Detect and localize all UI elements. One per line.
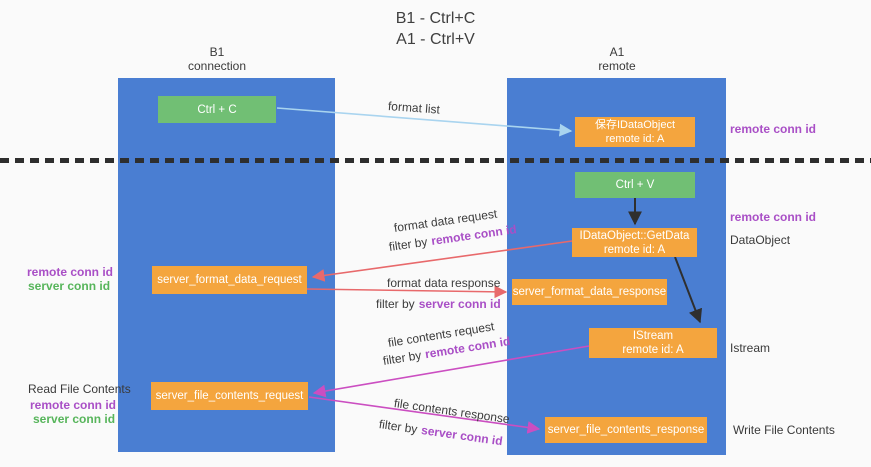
diagram-title-line2: A1 - Ctrl+V	[396, 31, 475, 48]
server-file-contents-response-box: server_file_contents_response	[545, 417, 707, 443]
right-remote-conn-id-top: remote conn id	[730, 122, 817, 136]
lifeline-header-a1: A1 remote	[557, 45, 677, 73]
left-remote-conn-id-bottom: remote conn id	[30, 398, 117, 412]
server-format-data-request-box: server_format_data_request	[152, 266, 307, 294]
diagram-title: B1 - Ctrl+C A1 - Ctrl+V	[0, 8, 871, 50]
filter-by-text: filter by	[381, 348, 423, 368]
left-server-conn-id-mid: server conn id	[28, 279, 111, 293]
ctrl-c-label: Ctrl + C	[197, 103, 237, 116]
filter-by-text: filter by	[378, 417, 419, 437]
server-file-contents-response-label: server_file_contents_response	[547, 424, 705, 436]
lifeline-a1-name: A1	[609, 45, 625, 59]
phase-separator-dashed-line	[0, 158, 871, 163]
format-list-label: format list	[387, 99, 441, 117]
getdata-line1: IDataObject::GetData	[579, 229, 690, 242]
istream-line2: remote id: A	[622, 344, 684, 356]
istream-box: IStream remote id: A	[589, 328, 717, 358]
lifeline-a1-role: remote	[598, 59, 636, 73]
filter-by-text: filter by	[388, 234, 429, 254]
ctrl-v-label: Ctrl + V	[615, 179, 655, 191]
istream-side-label: Istream	[730, 341, 771, 355]
lifeline-b1-role: connection	[187, 59, 247, 73]
save-idataobject-line1: 保存IDataObject	[594, 119, 676, 131]
server-file-contents-request-box: server_file_contents_request	[151, 382, 308, 410]
write-file-contents-label: Write File Contents	[733, 423, 835, 437]
read-file-contents-label: Read File Contents	[28, 382, 131, 396]
format-data-response-label: format data response	[387, 276, 501, 290]
right-remote-conn-id-mid: remote conn id	[730, 210, 817, 224]
server-conn-id-text: server conn id	[420, 423, 504, 449]
save-idataobject-line2: remote id: A	[605, 133, 665, 145]
server-format-data-response-label: server_format_data_response	[512, 286, 667, 298]
save-idataobject-box: 保存IDataObject remote id: A	[575, 117, 695, 147]
idataobject-getdata-box: IDataObject::GetData remote id: A	[572, 228, 697, 257]
server-format-data-response-box: server_format_data_response	[512, 279, 667, 305]
filter-by-text: filter by	[376, 297, 415, 311]
lifeline-header-b1: B1 connection	[158, 45, 276, 73]
istream-line1: IStream	[632, 330, 674, 342]
lifeline-b1-name: B1	[209, 45, 225, 59]
left-server-conn-id-bottom: server conn id	[33, 412, 116, 426]
server-format-data-request-label: server_format_data_request	[157, 274, 302, 286]
server-conn-id-text: server conn id	[418, 297, 501, 311]
getdata-line2: remote id: A	[603, 243, 666, 256]
ctrl-c-action-box: Ctrl + C	[158, 96, 276, 123]
diagram-title-line1: B1 - Ctrl+C	[395, 10, 476, 27]
dataobject-label: DataObject	[730, 233, 791, 247]
ctrl-v-action-box: Ctrl + V	[575, 172, 695, 198]
server-file-contents-request-label: server_file_contents_request	[155, 390, 304, 402]
left-remote-conn-id-mid: remote conn id	[27, 265, 114, 279]
